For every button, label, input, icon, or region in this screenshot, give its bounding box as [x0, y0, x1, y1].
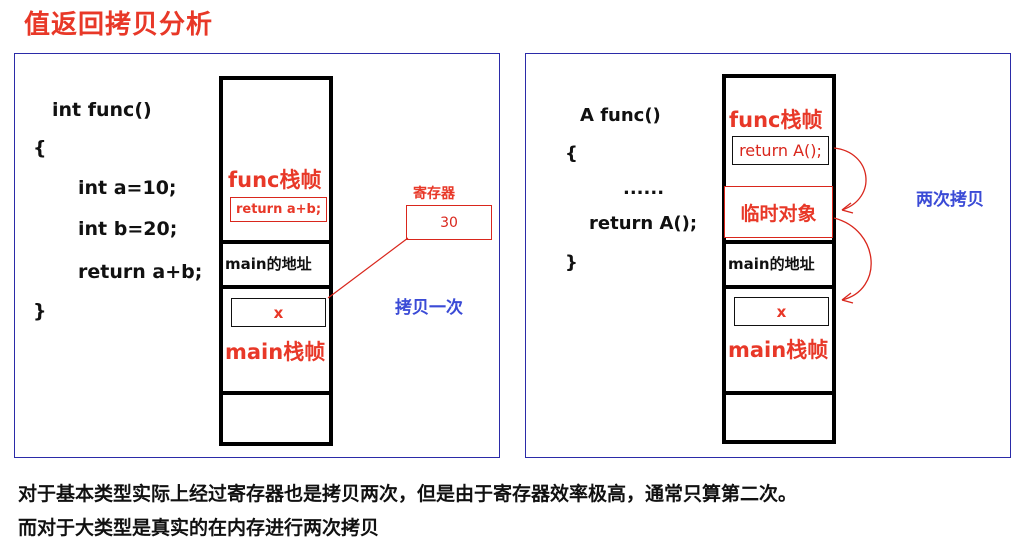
left-code-line-2: {: [33, 137, 47, 159]
right-main-frame-label: main栈帧: [728, 338, 829, 362]
left-stack-divider-3: [219, 391, 333, 395]
left-stack-divider-1: [219, 240, 333, 244]
left-stack: [219, 76, 333, 446]
left-main-frame-label: main栈帧: [225, 340, 326, 364]
temp-object-text: 临时对象: [740, 202, 817, 225]
register-box: 30: [406, 205, 492, 240]
left-stack-divider-2: [219, 285, 333, 289]
right-code-line-1: A func(): [580, 105, 661, 126]
right-stack-divider-2: [722, 285, 836, 289]
left-main-address: main的地址: [225, 255, 312, 273]
right-func-return-text: return A();: [739, 141, 822, 160]
right-func-frame-label: func栈帧: [729, 108, 823, 132]
copy-twice-label: 两次拷贝: [916, 190, 984, 210]
right-stack-divider-1: [722, 240, 836, 244]
left-x-text: x: [273, 303, 284, 322]
right-code-line-3: ......: [623, 178, 665, 199]
register-label: 寄存器: [413, 186, 455, 202]
right-stack-divider-3: [722, 391, 836, 395]
right-code-line-2: {: [565, 143, 578, 164]
right-code-line-4: return A();: [589, 213, 698, 234]
copy-arrow-2: [833, 217, 872, 301]
left-func-return-text: return a+b;: [235, 202, 322, 217]
right-stack: [722, 74, 836, 444]
copy-arrow-1: [833, 147, 867, 211]
register-value: 30: [440, 214, 458, 231]
right-x-text: x: [776, 302, 787, 321]
left-x-box: x: [231, 298, 326, 327]
right-x-box: x: [734, 297, 829, 326]
copy-once-label: 拷贝一次: [395, 298, 463, 318]
left-code-line-5: return a+b;: [78, 261, 203, 283]
left-func-return-box: return a+b;: [230, 197, 327, 222]
copy-arrow-1-head: [841, 202, 854, 214]
page-title: 值返回拷贝分析: [24, 10, 214, 40]
temp-object-box: 临时对象: [724, 186, 833, 238]
left-code-line-3: int a=10;: [78, 177, 177, 199]
left-code-line-6: }: [33, 300, 47, 322]
left-code-line-4: int b=20;: [78, 218, 178, 240]
right-func-return-box: return A();: [732, 136, 829, 165]
note-line-1: 对于基本类型实际上经过寄存器也是拷贝两次，但是由于寄存器效率极高，通常只算第二次…: [18, 483, 798, 505]
note-line-2: 而对于大类型是真实的在内存进行两次拷贝: [18, 517, 380, 539]
right-main-address: main的地址: [728, 255, 815, 273]
left-code-line-1: int func(): [52, 99, 152, 121]
left-func-frame-label: func栈帧: [228, 168, 322, 192]
right-code-line-5: }: [565, 252, 578, 273]
copy-arrow-2-head: [841, 292, 854, 304]
